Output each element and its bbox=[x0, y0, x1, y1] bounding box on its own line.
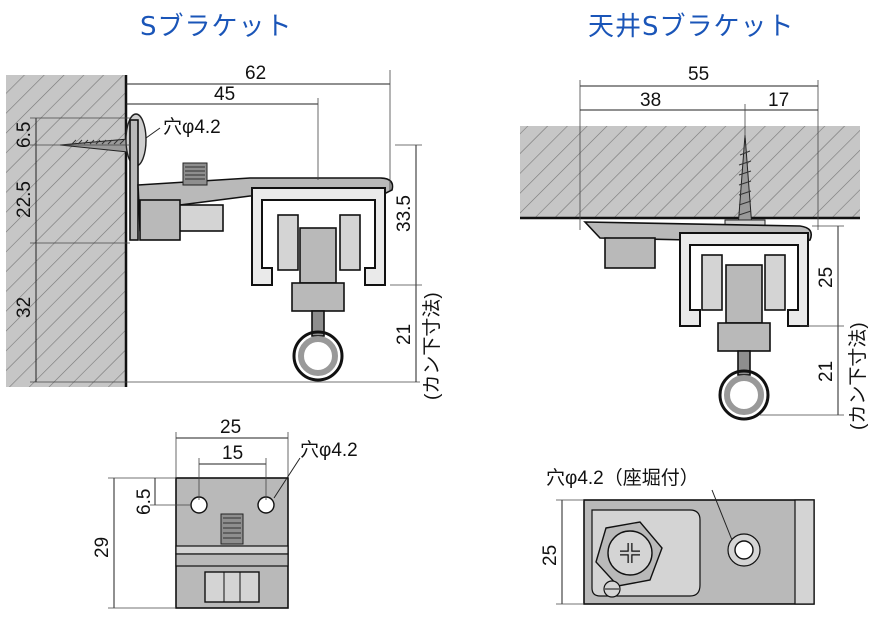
right-dimensions bbox=[579, 80, 844, 416]
top-view-dimensions bbox=[556, 489, 733, 605]
hole-label-front: 穴φ4.2 bbox=[300, 439, 358, 461]
dim-15-front: 15 bbox=[222, 443, 243, 464]
dim-45: 45 bbox=[214, 84, 235, 105]
dim-38: 38 bbox=[640, 90, 661, 111]
ceiling-section bbox=[520, 126, 860, 220]
dim-33-5: 33.5 bbox=[394, 195, 415, 232]
side-note-right: (カン下寸法) bbox=[847, 322, 869, 430]
title-s-bracket: Sブラケット bbox=[140, 12, 293, 42]
dim-17: 17 bbox=[768, 90, 789, 111]
wall-section bbox=[6, 75, 128, 387]
hole-label-top: 穴φ4.2（座堀付） bbox=[546, 467, 699, 489]
dim-25-top: 25 bbox=[540, 545, 561, 566]
dim-32: 32 bbox=[14, 297, 35, 318]
side-note-left: (カン下寸法) bbox=[421, 292, 443, 400]
rail-channel-right bbox=[679, 232, 809, 421]
dim-22-5: 22.5 bbox=[14, 181, 35, 218]
rail-channel-left bbox=[251, 187, 386, 382]
hole-label-left: 穴φ4.2 bbox=[163, 116, 221, 138]
dim-25-front: 25 bbox=[220, 417, 241, 438]
dim-6-5-front: 6.5 bbox=[134, 489, 155, 515]
top-view-plate bbox=[583, 499, 815, 605]
left-dimensions bbox=[30, 70, 422, 383]
front-view-dimensions bbox=[108, 432, 301, 609]
title-ceiling-s-bracket: 天井Sブラケット bbox=[588, 12, 795, 42]
dim-29-front: 29 bbox=[92, 537, 113, 558]
dim-6-5: 6.5 bbox=[14, 122, 35, 148]
dim-25-right: 25 bbox=[816, 267, 837, 288]
dim-55: 55 bbox=[688, 64, 709, 85]
dim-21-right: 21 bbox=[816, 361, 837, 382]
dim-62: 62 bbox=[245, 63, 266, 84]
front-view-plate bbox=[175, 477, 289, 609]
dim-21-left: 21 bbox=[394, 324, 415, 345]
